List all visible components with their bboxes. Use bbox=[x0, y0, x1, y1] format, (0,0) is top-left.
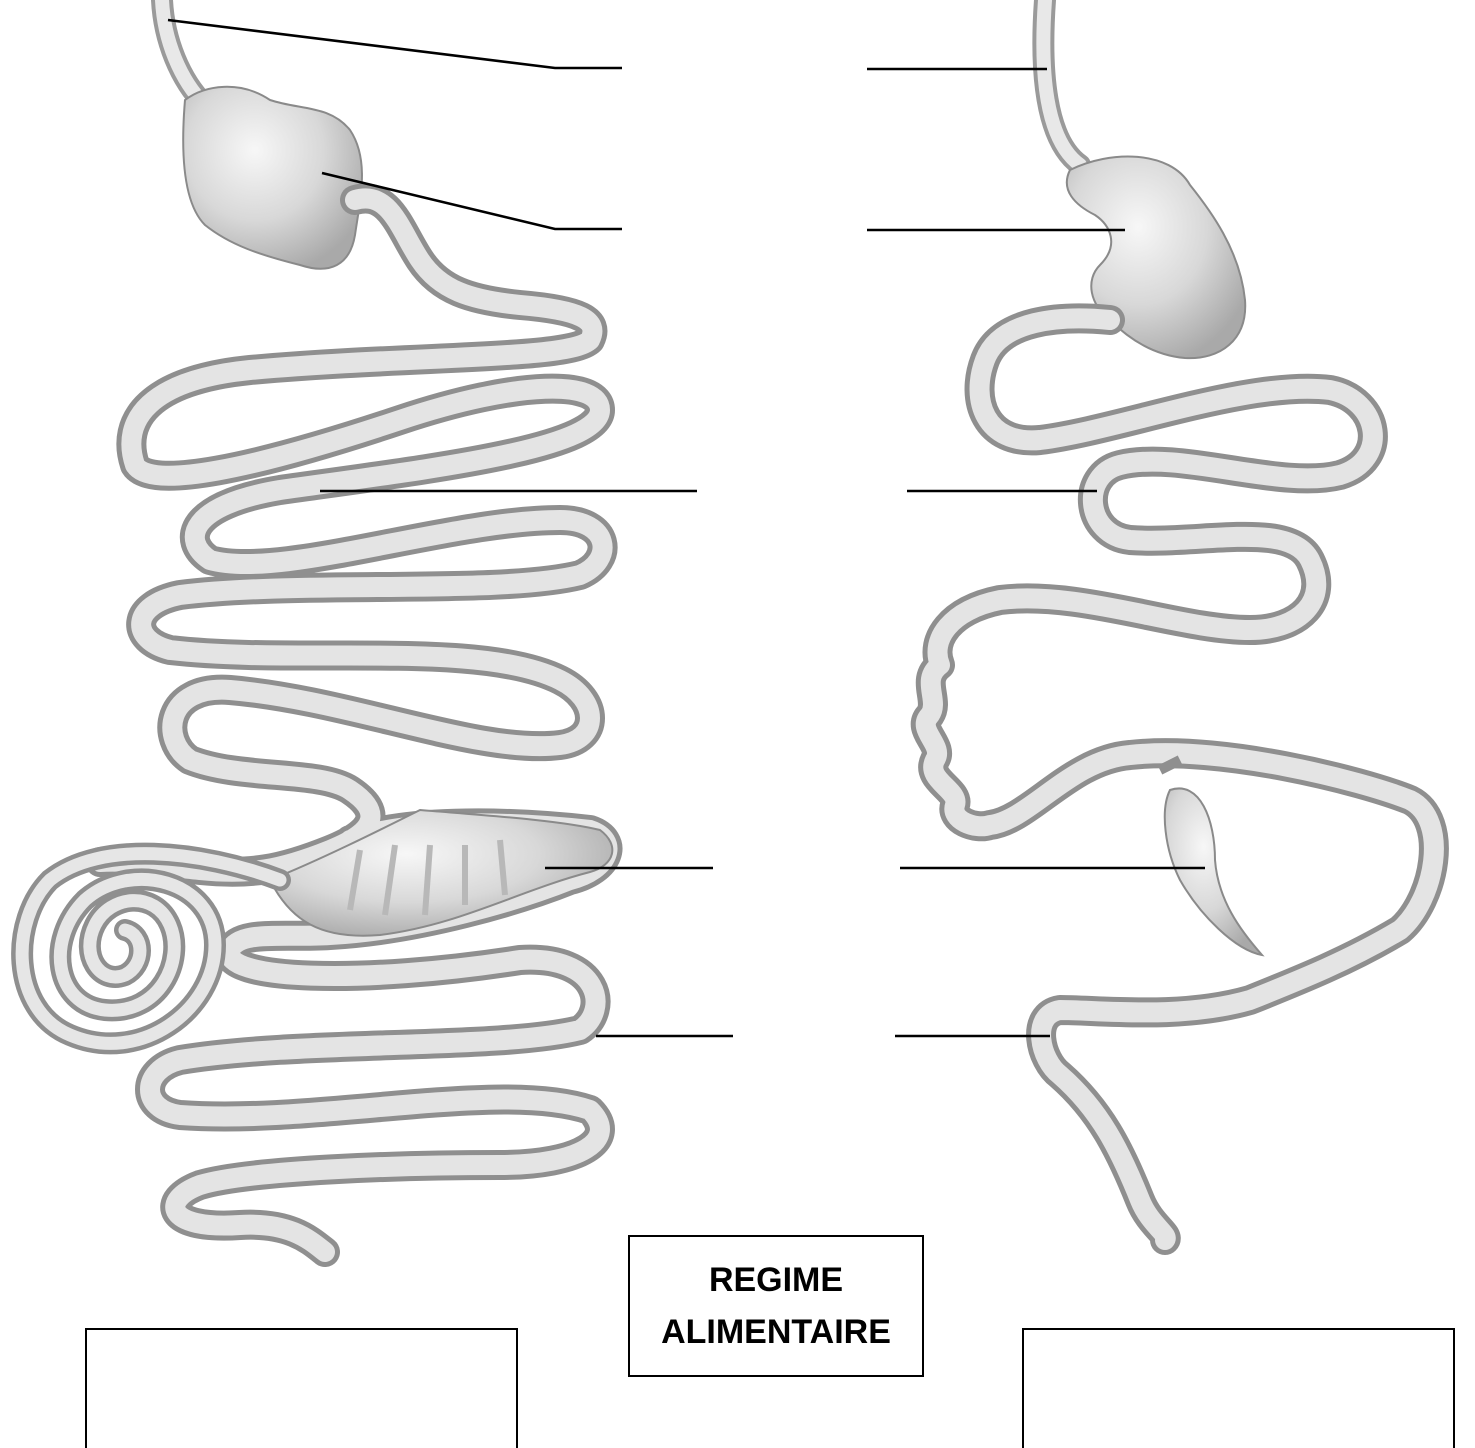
leader-line-left-1 bbox=[168, 20, 622, 68]
left-small-intestine bbox=[100, 198, 607, 1252]
right-caecum bbox=[1165, 788, 1262, 955]
diet-title-box: REGIME ALIMENTAIRE bbox=[628, 1235, 924, 1377]
right-esophagus bbox=[1043, 0, 1080, 165]
title-line-2: ALIMENTAIRE bbox=[661, 1306, 891, 1358]
right-digestive-tract bbox=[926, 0, 1434, 1240]
left-caecum bbox=[270, 810, 612, 936]
left-stomach bbox=[183, 87, 362, 269]
right-small-intestine bbox=[926, 318, 1434, 1240]
left-answer-box[interactable] bbox=[85, 1328, 518, 1448]
left-digestive-tract bbox=[22, 0, 612, 1252]
right-answer-box[interactable] bbox=[1022, 1328, 1455, 1448]
title-line-1: REGIME bbox=[661, 1254, 891, 1306]
left-esophagus bbox=[162, 0, 205, 105]
